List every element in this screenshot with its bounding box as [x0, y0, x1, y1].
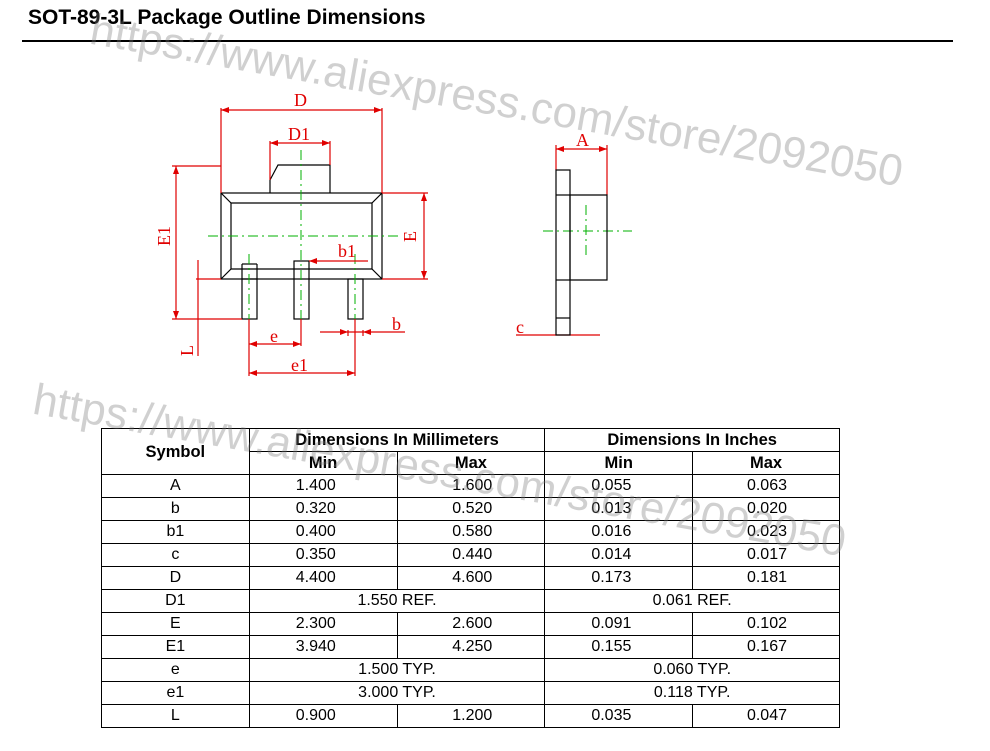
- in-min-cell: 0.091: [544, 612, 694, 636]
- page-title: SOT-89-3L Package Outline Dimensions: [28, 6, 426, 29]
- inch-header: Dimensions In Inches: [544, 428, 840, 452]
- label-b: b: [392, 314, 401, 334]
- in-min-header: Min: [544, 451, 694, 475]
- mm-max-cell: 2.600: [396, 612, 546, 636]
- mm-min-header: Min: [248, 451, 398, 475]
- dimension-lines: [172, 108, 608, 376]
- tab-outline: [269, 164, 331, 193]
- label-e1: e1: [291, 355, 308, 375]
- in-max-cell: 0.023: [692, 520, 840, 544]
- title-rule: [22, 40, 953, 42]
- mm-value-cell: 3.000 TYP.: [248, 681, 546, 705]
- symbol-cell: c: [101, 543, 250, 567]
- label-E: E: [400, 231, 420, 242]
- mm-max-cell: 0.440: [396, 543, 546, 567]
- symbol-cell: e1: [101, 681, 250, 705]
- symbol-cell: E1: [101, 635, 250, 659]
- in-max-cell: 0.102: [692, 612, 840, 636]
- in-max-cell: 0.181: [692, 566, 840, 590]
- mm-min-cell: 0.320: [248, 497, 398, 521]
- in-value-cell: 0.061 REF.: [544, 589, 840, 613]
- dimension-labels: D D1 E1 E b1 b e e1 L A c: [154, 90, 589, 375]
- package-outline-drawing: D D1 E1 E b1 b e e1 L A c: [154, 90, 632, 376]
- side-body: [569, 194, 608, 281]
- mm-max-cell: 4.600: [396, 566, 546, 590]
- in-min-cell: 0.155: [544, 635, 694, 659]
- mm-max-cell: 0.580: [396, 520, 546, 544]
- symbol-cell: b: [101, 497, 250, 521]
- mm-min-cell: 1.400: [248, 474, 398, 498]
- symbol-cell: E: [101, 612, 250, 636]
- in-max-cell: 0.063: [692, 474, 840, 498]
- symbol-cell: L: [101, 704, 250, 728]
- in-max-header: Max: [692, 451, 840, 475]
- mm-min-cell: 4.400: [248, 566, 398, 590]
- in-value-cell: 0.060 TYP.: [544, 658, 840, 682]
- label-e: e: [270, 326, 278, 346]
- symbol-cell: D1: [101, 589, 250, 613]
- label-b1: b1: [338, 241, 356, 261]
- mm-min-cell: 0.350: [248, 543, 398, 567]
- in-max-cell: 0.047: [692, 704, 840, 728]
- dimensions-table: Symbol Dimensions In Millimeters Dimensi…: [101, 428, 840, 728]
- in-max-cell: 0.017: [692, 543, 840, 567]
- table-header-row: Symbol Dimensions In Millimeters Dimensi…: [101, 428, 840, 475]
- in-min-cell: 0.016: [544, 520, 694, 544]
- in-min-cell: 0.014: [544, 543, 694, 567]
- in-min-cell: 0.055: [544, 474, 694, 498]
- in-min-cell: 0.035: [544, 704, 694, 728]
- mm-max-header: Max: [396, 451, 546, 475]
- arrowheads: [173, 107, 607, 376]
- side-view: [555, 169, 608, 336]
- symbol-header: Symbol: [101, 428, 250, 475]
- label-E1: E1: [154, 226, 174, 246]
- label-A: A: [576, 130, 589, 150]
- mm-max-cell: 4.250: [396, 635, 546, 659]
- mm-max-cell: 0.520: [396, 497, 546, 521]
- mm-min-cell: 0.900: [248, 704, 398, 728]
- in-min-cell: 0.173: [544, 566, 694, 590]
- label-c: c: [516, 317, 524, 337]
- mm-value-cell: 1.500 TYP.: [248, 658, 546, 682]
- label-D1: D1: [288, 124, 310, 144]
- in-max-cell: 0.020: [692, 497, 840, 521]
- symbol-cell: b1: [101, 520, 250, 544]
- symbol-cell: A: [101, 474, 250, 498]
- symbol-cell: D: [101, 566, 250, 590]
- mm-max-cell: 1.200: [396, 704, 546, 728]
- label-L: L: [177, 345, 197, 356]
- in-value-cell: 0.118 TYP.: [544, 681, 840, 705]
- mm-min-cell: 3.940: [248, 635, 398, 659]
- center-lines: [208, 150, 632, 330]
- mm-value-cell: 1.550 REF.: [248, 589, 546, 613]
- mm-header: Dimensions In Millimeters: [248, 428, 546, 452]
- in-max-cell: 0.167: [692, 635, 840, 659]
- in-min-cell: 0.013: [544, 497, 694, 521]
- symbol-cell: e: [101, 658, 250, 682]
- mm-min-cell: 0.400: [248, 520, 398, 544]
- mm-max-cell: 1.600: [396, 474, 546, 498]
- mm-min-cell: 2.300: [248, 612, 398, 636]
- label-D: D: [294, 90, 307, 110]
